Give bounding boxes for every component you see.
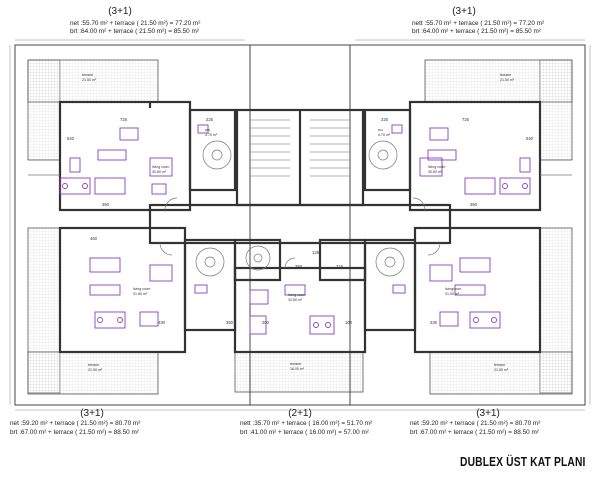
dimension-ticks [9, 39, 591, 411]
dimension: 250 [295, 264, 303, 269]
living-label-bottom-left: living room [133, 287, 150, 291]
plan-title: DUBLEX ÜST KAT PLANI [460, 455, 586, 469]
terrace-area-bottom-middle: 16.00 m² [290, 367, 305, 371]
gross-area-top-left: brt :64.00 m² + terrace ( 21.50 m²) = 85… [70, 28, 199, 35]
unit-type-bottom-right: (3+1) [476, 408, 500, 419]
dimension: 350 [470, 202, 478, 207]
dimension: 215 [336, 264, 344, 269]
terrace-bottom-middle [234, 351, 364, 393]
living-label-bottom-middle: living room [288, 293, 305, 297]
dimension: 200 [262, 320, 270, 325]
dimension: 350 [226, 320, 234, 325]
gross-area-bottom-middle: brt :41.00 m² + terrace ( 16.00 m²) = 57… [240, 429, 369, 436]
terrace-areas [27, 59, 573, 395]
terrace-label-bottom-right: terrace [494, 363, 505, 367]
wc-label-top-left: w.c [205, 128, 210, 132]
terrace-label-bottom-middle: terrace [290, 362, 301, 366]
unit-type-top-right: (3+1) [452, 6, 476, 17]
dimension: 225 [206, 117, 214, 122]
gross-area-bottom-left: brt :67.00 m² + terrace ( 21.50 m²) = 88… [10, 429, 139, 436]
terrace-label-top-left: terrace [82, 73, 93, 77]
living-label-top-right: living room [428, 165, 445, 169]
net-area-bottom-right: net :59.20 m² + terrace ( 21.50 m²) = 80… [410, 420, 541, 427]
gross-area-top-right: brt :64.00 m² + terrace ( 21.50 m²) = 85… [412, 28, 541, 35]
terrace-area-bottom-left: 21.50 m² [88, 368, 103, 372]
wc-area-top-left: 4.70 m² [205, 133, 218, 137]
living-area-bottom-right: 31.00 m² [445, 292, 460, 296]
wc-label-top-right: w.c [378, 128, 383, 132]
terrace-label-top-right: terrace [500, 73, 511, 77]
living-area-top-right: 30.80 m² [428, 170, 443, 174]
dimension: 725 [120, 117, 128, 122]
wc-area-top-right: 4.70 m² [378, 133, 391, 137]
dimension: 540 [526, 136, 534, 141]
net-area-bottom-middle: nett :35.70 m² + terrace ( 16.00 m²) = 5… [240, 420, 373, 427]
net-area-top-right: nett :55.70 m² + terrace ( 21.50 m²) = 7… [412, 20, 545, 27]
walls [58, 100, 542, 354]
living-area-top-left: 30.80 m² [152, 170, 167, 174]
living-area-bottom-middle: 32.80 m² [288, 298, 303, 302]
terrace-bottom-right [429, 351, 573, 395]
terrace-label-bottom-left: terrace [88, 363, 99, 367]
terrace-area-top-left: 21.50 m² [82, 78, 97, 82]
room-labels: terrace 21.50 m² terrace 21.50 m² living… [82, 73, 515, 372]
dimension: 225 [381, 117, 389, 122]
dimension: 460 [90, 236, 98, 241]
living-label-bottom-right: livingroom [445, 287, 461, 291]
terrace-area-bottom-right: 21.50 m² [494, 368, 509, 372]
dimension: 430 [158, 320, 166, 325]
unit-type-top-left: (3+1) [108, 6, 132, 17]
interior-lines [28, 119, 572, 277]
terrace-top-right-upper [424, 59, 573, 103]
terrace-bottom-left [27, 351, 159, 395]
dimension: 540 [67, 136, 75, 141]
net-area-top-left: net :55.70 m² + terrace ( 21.50 m²) = 77… [70, 20, 201, 27]
dimension-labels: 725 725 225 225 350 350 540 540 460 250 … [67, 117, 534, 325]
terrace-top-left-upper [27, 59, 159, 103]
dimension: 430 [430, 320, 438, 325]
terrace-area-top-right: 21.50 m² [500, 78, 515, 82]
living-label-top-left: living room [152, 165, 169, 169]
building-outline [14, 44, 586, 406]
living-area-bottom-left: 31.80 m² [133, 292, 148, 296]
furniture [59, 124, 531, 335]
dimension: 725 [462, 117, 470, 122]
net-area-bottom-left: net :59.20 m² + terrace ( 21.50 m²) = 80… [10, 420, 141, 427]
unit-type-bottom-middle: (2+1) [288, 408, 312, 419]
dimension: 100 [345, 320, 353, 325]
unit-type-bottom-left: (3+1) [80, 408, 104, 419]
gross-area-bottom-right: brt :67.00 m² + terrace ( 21.50 m²) = 88… [410, 429, 539, 436]
dimension: 350 [102, 202, 110, 207]
dimension: 125 [312, 250, 320, 255]
